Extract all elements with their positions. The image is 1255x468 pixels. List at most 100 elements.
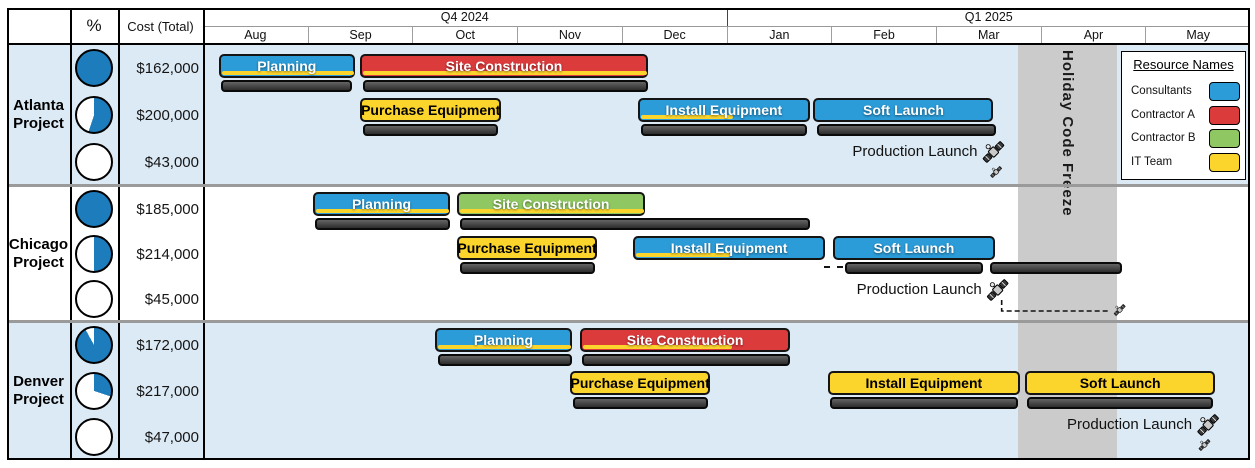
month-cell: Sep (307, 26, 413, 44)
month-cell: Apr (1040, 26, 1146, 44)
month-cell: Dec (621, 26, 727, 44)
task-bar[interactable]: Soft Launch (1024, 371, 1216, 395)
baseline-bar (582, 354, 791, 366)
baseline-bar (816, 124, 996, 136)
progress-strip (640, 115, 734, 119)
task-bar[interactable]: Purchase Equipment (570, 371, 710, 395)
task-bar-label: Purchase Equipment (361, 102, 501, 118)
progress-strip (460, 209, 644, 213)
project-name: Chicago Project (8, 236, 69, 271)
task-bar[interactable]: Install Equipment (637, 98, 811, 122)
progress-strip (582, 345, 732, 349)
task-bar[interactable]: Site Construction (360, 54, 648, 78)
task-bar[interactable]: Purchase Equipment (360, 98, 502, 122)
legend-item: Contractor A (1122, 105, 1245, 126)
task-bar[interactable]: Planning (312, 192, 451, 216)
month-cell: Aug (203, 26, 308, 44)
legend-title: Resource Names (1133, 57, 1234, 72)
progress-strip (363, 71, 647, 75)
legend-item-label: Contractor B (1131, 132, 1196, 144)
baseline-bar (844, 262, 983, 274)
task-bar[interactable]: Install Equipment (828, 371, 1020, 395)
task-bar-label: Soft Launch (1079, 375, 1161, 391)
legend-swatch (1209, 129, 1240, 148)
month-cell: Mar (935, 26, 1041, 44)
cost-value: $200,000 (136, 107, 199, 124)
task-bar[interactable]: Purchase Equipment (457, 236, 597, 260)
cost-value: $172,000 (136, 337, 199, 354)
percent-complete-pie (75, 372, 113, 410)
progress-strip (315, 209, 450, 213)
percent-complete-pie (75, 235, 113, 273)
task-bar-label: Purchase Equipment (570, 375, 710, 391)
project-name: Atlanta Project (13, 97, 64, 132)
cost-value: $47,000 (144, 429, 199, 446)
milestone-label: Production Launch (1067, 416, 1193, 433)
task-bar-label: Planning (473, 332, 534, 348)
task-bar-label: Purchase Equipment (457, 240, 597, 256)
baseline-bar (990, 262, 1123, 274)
progress-strip (221, 71, 354, 75)
legend-swatch (1209, 82, 1240, 101)
task-bar-label: Soft Launch (873, 240, 955, 256)
progress-strip (636, 253, 731, 257)
task-bar-label: Site Construction (626, 332, 744, 348)
task-bar-label: Soft Launch (862, 102, 944, 118)
percent-complete-pie (75, 280, 113, 319)
baseline-bar (830, 397, 1018, 409)
baseline-bar (220, 80, 352, 92)
legend-swatch (1209, 105, 1240, 125)
legend-item: Contractor B (1122, 129, 1245, 149)
task-bar[interactable]: Planning (435, 328, 572, 352)
milestone-label: Production Launch (852, 143, 978, 160)
legend-swatch (1209, 152, 1240, 172)
baseline-bar (640, 124, 808, 136)
baseline-bar (363, 124, 499, 136)
baseline-bar (459, 218, 811, 230)
task-bar[interactable]: Soft Launch (833, 236, 995, 260)
month-cell: Oct (412, 26, 518, 44)
task-bar[interactable]: Planning (218, 54, 355, 78)
cost-value: $217,000 (136, 383, 199, 400)
month-cell: May (1145, 26, 1250, 44)
holiday-freeze-band: Holiday Code Freeze (1017, 44, 1118, 458)
legend-item-label: IT Team (1131, 155, 1173, 168)
task-bar-label: Planning (257, 58, 317, 74)
baseline-bar (459, 262, 595, 274)
project-name: Denver Project (13, 373, 64, 408)
cost-value: $162,000 (136, 59, 199, 77)
cost-column-header: Cost (Total) (118, 8, 203, 44)
task-bar[interactable]: Soft Launch (813, 98, 994, 122)
percent-complete-pie (75, 143, 113, 182)
cost-value: $43,000 (144, 154, 199, 172)
task-bar[interactable]: Site Construction (457, 192, 645, 216)
legend-item: Consultants (1122, 82, 1245, 102)
task-bar-label: Install Equipment (665, 102, 783, 118)
task-bar-label: Site Construction (445, 58, 563, 74)
percent-complete-pie (75, 326, 113, 364)
percent-complete-pie (75, 96, 113, 134)
task-bar-label: Planning (351, 196, 412, 212)
task-bar-label: Install Equipment (670, 240, 788, 256)
baseline-split-dashes (823, 266, 843, 268)
task-bar[interactable]: Site Construction (579, 328, 791, 352)
legend-item: IT Team (1122, 152, 1245, 173)
progress-strip (438, 345, 571, 349)
month-cell: Nov (517, 26, 622, 44)
baseline-bar (572, 397, 708, 409)
task-bar[interactable]: Install Equipment (633, 236, 825, 260)
baseline-bar (1026, 397, 1214, 409)
legend-item-label: Consultants (1131, 85, 1192, 97)
holiday-freeze-label: Holiday Code Freeze (1058, 50, 1076, 217)
percent-complete-pie (75, 418, 113, 456)
quarter-cell: Q1 2025 (726, 8, 1250, 26)
cost-value: $185,000 (136, 200, 199, 218)
quarter-cell: Q4 2024 (203, 8, 727, 26)
task-bar-label: Install Equipment (865, 375, 983, 391)
milestone-label: Production Launch (856, 281, 982, 298)
cost-value: $214,000 (136, 246, 199, 263)
percent-complete-pie (75, 189, 113, 228)
task-bar-label: Site Construction (492, 196, 610, 212)
